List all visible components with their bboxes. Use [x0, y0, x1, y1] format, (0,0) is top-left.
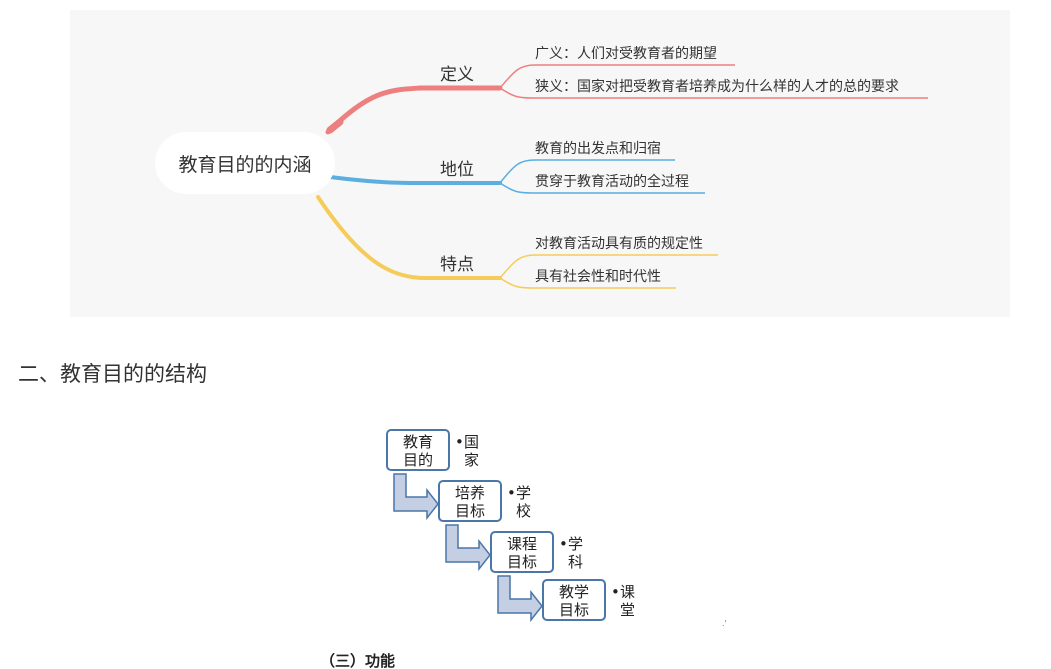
- leaf-label: 贯穿于教育活动的全过程: [535, 174, 689, 190]
- branch-connector-position: [320, 174, 502, 185]
- flow-note-line: 校: [516, 502, 532, 520]
- leaf-label: 广义：人们对受教育者的期望: [535, 46, 717, 62]
- leaf-connector-def-1: [499, 64, 735, 89]
- flow-note-line: 家: [464, 451, 480, 469]
- flow-box-course-goal: 课程 目标: [490, 531, 554, 573]
- leaf-label: 狭义：国家对把受教育者培养成为什么样的人才的总的要求: [535, 79, 899, 95]
- mindmap-center-node: 教育目的的内涵: [155, 132, 335, 194]
- leaf-label: 具有社会性和时代性: [535, 269, 661, 285]
- leaf-connector-feat-1: [499, 254, 718, 279]
- flow-box-line: 教学: [558, 583, 589, 601]
- flow-box-line: 培养: [454, 484, 485, 502]
- bullet-dot-icon: •: [611, 583, 620, 601]
- flow-box-line: 目标: [454, 502, 485, 520]
- flow-arrow: [445, 524, 491, 572]
- flow-note-line: 学: [568, 535, 584, 553]
- flow-note-classroom: • 课 堂: [611, 583, 636, 619]
- stray-mark: .': [722, 619, 727, 628]
- flow-note-country: • 国 家: [455, 433, 480, 469]
- flow-box-teaching-goal: 教学 目标: [542, 579, 606, 621]
- branch-label-position: 地位: [440, 160, 474, 180]
- mindmap-connectors: [316, 64, 928, 289]
- flow-note-school: • 学 校: [507, 484, 532, 520]
- structure-diagram: 教育 目的 培养 目标 课程 目标 教学 目标 • 国 家 • 学 校 • 学 …: [380, 424, 680, 629]
- flow-box-education-aim: 教育 目的: [386, 429, 450, 471]
- bullet-dot-icon: •: [455, 433, 464, 451]
- flow-note-line: 科: [568, 553, 584, 571]
- flow-box-line: 课程: [506, 535, 537, 553]
- flow-box-line: 目标: [506, 553, 537, 571]
- flow-note-line: 学: [516, 484, 532, 502]
- bullet-dot-icon: •: [507, 484, 516, 502]
- leaf-label: 对教育活动具有质的规定性: [535, 236, 703, 252]
- flow-box-line: 目标: [558, 601, 589, 619]
- branch-label-feature: 特点: [440, 255, 474, 275]
- leaf-connector-def-2: [499, 87, 928, 99]
- branch-connector-feature: [316, 195, 502, 280]
- leaf-connector-pos-2: [499, 182, 705, 194]
- mindmap-panel: 教育目的的内涵 定义 地位 特点 广义：人们对受教育者的期望 狭义：国家对把受教…: [70, 10, 1010, 317]
- flow-arrows: [393, 473, 543, 623]
- branch-connector-definition: [325, 85, 503, 135]
- branch-connector-definition-tail: [326, 118, 344, 134]
- flow-box-line: 教育: [402, 433, 433, 451]
- leaf-label: 教育的出发点和归宿: [535, 141, 661, 157]
- cutoff-subheading: （三）功能: [320, 652, 396, 669]
- flow-note-line: 国: [464, 433, 480, 451]
- bullet-dot-icon: •: [559, 535, 568, 553]
- leaf-connector-feat-2: [499, 277, 676, 289]
- flow-arrow: [497, 575, 543, 623]
- flow-arrow: [393, 473, 439, 521]
- flow-note-line: 课: [620, 583, 636, 601]
- section-heading: 二、教育目的的结构: [18, 362, 207, 386]
- flow-box-line: 目的: [402, 451, 433, 469]
- flow-box-training-goal: 培养 目标: [438, 480, 502, 522]
- flow-note-subject: • 学 科: [559, 535, 584, 571]
- branch-label-definition: 定义: [440, 65, 474, 85]
- leaf-connector-pos-1: [499, 159, 675, 184]
- flow-note-line: 堂: [620, 601, 636, 619]
